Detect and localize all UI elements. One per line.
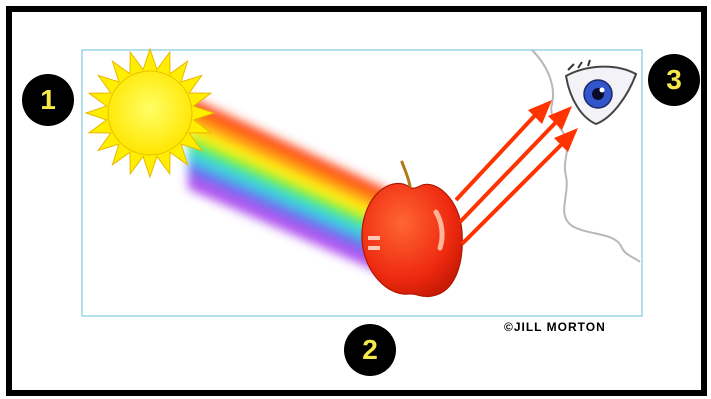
step-badge-1: 1	[22, 74, 74, 126]
rainbow-stripe	[188, 135, 388, 240]
rainbow-stripe	[188, 174, 388, 276]
step-badge-3: 3	[648, 54, 700, 106]
rainbow-stripe	[188, 161, 388, 264]
step-badge-2: 2	[344, 324, 396, 376]
rainbow-stripe	[188, 96, 388, 204]
rainbow-beam	[188, 96, 388, 276]
rainbow-stripe	[188, 148, 388, 252]
apple-icon	[361, 160, 463, 298]
arrow-top	[454, 108, 542, 202]
rainbow-stripe	[188, 109, 388, 216]
copyright-credit: ©JILL MORTON	[504, 320, 606, 334]
arrow-middle	[458, 116, 562, 224]
arrow-bottom	[460, 138, 568, 246]
sun-icon	[84, 47, 216, 179]
rainbow-stripe	[188, 122, 388, 228]
eye-icon	[564, 59, 638, 126]
reflected-light-arrows	[454, 100, 578, 246]
face-outline	[531, 49, 641, 263]
